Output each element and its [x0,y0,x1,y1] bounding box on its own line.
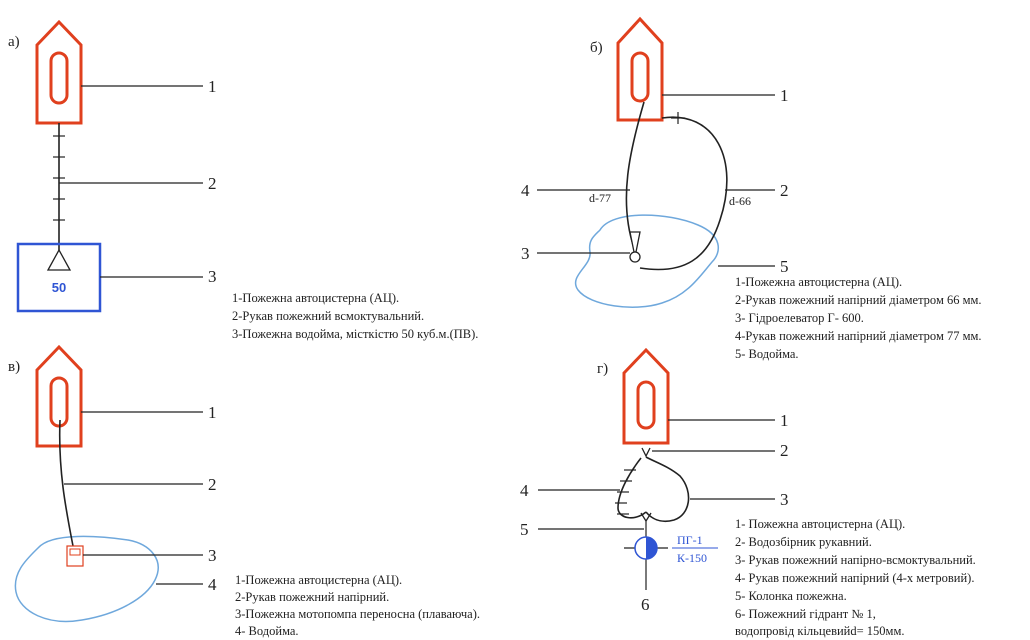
hydrant-label-bottom: К-150 [677,551,707,565]
legend-g-item: 6- Пожежний гідрант № 1, [735,607,876,621]
callout-3: 3 [208,546,217,565]
fire-truck-icon [622,347,670,445]
panel-v: в) 1 2 3 4 1-Пожежна автоцистерна (АЦ). … [8,344,480,638]
fire-truck-icon [35,344,83,448]
legend-g-item: 5- Колонка пожежна. [735,589,847,603]
legend-a: 1-Пожежна автоцистерна (АЦ). 2-Рукав пож… [232,291,478,341]
legend-a-item: 1-Пожежна автоцистерна (АЦ). [232,291,399,305]
pressure-hose-4m [617,457,647,519]
legend-v: 1-Пожежна автоцистерна (АЦ). 2-Рукав пож… [235,573,480,638]
callout-2: 2 [780,181,789,200]
legend-g-item: 3- Рукав пожежний напірно-всмоктувальний… [735,553,976,567]
legend-v-item: 4- Водойма. [235,624,299,638]
callout-1: 1 [780,86,789,105]
hose-d77 [625,101,645,249]
hose-collector-icon [641,447,651,458]
panel-g: г) 1 2 4 3 5 [520,347,976,638]
legend-a-item: 2-Рукав пожежний всмоктувальний. [232,309,424,323]
callout-5: 5 [520,520,529,539]
hose-d66 [639,116,728,271]
hydrant-label-top: ПГ-1 [677,533,703,547]
panel-v-label: в) [8,359,20,375]
panel-b-label: б) [590,40,603,56]
hydrant-icon [624,536,668,560]
legend-b-item: 2-Рукав пожежний напірний діаметром 66 м… [735,293,982,307]
callout-2: 2 [780,441,789,460]
suction-hose [46,123,72,271]
legend-v-item: 2-Рукав пожежний напірний. [235,590,389,604]
callout-2: 2 [208,475,217,494]
legend-b-item: 5- Водойма. [735,347,799,361]
legend-g-item: водопровід кільцевийd= 150мм. [735,624,905,638]
legend-a-item: 3-Пожежна водойма, місткістю 50 куб.м.(П… [232,327,478,341]
fire-truck-icon [616,16,664,122]
callout-1: 1 [780,411,789,430]
hose-ticks [615,469,636,515]
callout-3: 3 [208,267,217,286]
legend-b: 1-Пожежна автоцистерна (АЦ). 2-Рукав пож… [735,275,982,361]
legend-b-item: 4-Рукав пожежний напірний діаметром 77 м… [735,329,982,343]
fire-column-icon [640,512,652,523]
callout-2: 2 [208,174,217,193]
callout-6: 6 [641,595,650,614]
panel-a: а) 1 2 50 3 1-Пожежна автоцистерна (АЦ).… [8,19,478,341]
pressure-hose [58,419,74,547]
callout-3: 3 [780,490,789,509]
callout-1: 1 [208,77,217,96]
callout-5: 5 [780,257,789,276]
panel-a-label: а) [8,34,20,50]
legend-v-item: 1-Пожежна автоцистерна (АЦ). [235,573,402,587]
callout-4: 4 [521,181,530,200]
legend-v-item: 3-Пожежна мотопомпа переносна (плаваюча)… [235,607,480,621]
panel-g-label: г) [597,361,608,377]
legend-g-item: 1- Пожежна автоцистерна (АЦ). [735,517,905,531]
reservoir-volume: 50 [52,280,66,295]
hose-label-d66: d-66 [729,194,751,208]
callout-4: 4 [520,481,529,500]
callout-4: 4 [208,575,217,594]
legend-g: 1- Пожежна автоцистерна (АЦ). 2- Водозбі… [735,517,976,638]
callout-1: 1 [208,403,217,422]
legend-g-item: 2- Водозбірник рукавний. [735,535,872,549]
hydro-elevator-icon [629,231,641,263]
fire-truck-icon [35,19,83,125]
panel-b: б) 1 4 d-77 2 d-66 3 5 1-Пожежна автоцис… [521,16,982,361]
legend-b-item: 3- Гідроелеватор Г- 600. [735,311,864,325]
hose-label-d77: d-77 [589,191,611,205]
motor-pump-icon [66,545,84,567]
callout-3: 3 [521,244,530,263]
suction-pressure-hose [645,456,690,523]
water-body [14,535,159,623]
water-body [574,214,720,308]
legend-g-item: 4- Рукав пожежний напірний (4-х метровий… [735,571,974,585]
legend-b-item: 1-Пожежна автоцистерна (АЦ). [735,275,902,289]
